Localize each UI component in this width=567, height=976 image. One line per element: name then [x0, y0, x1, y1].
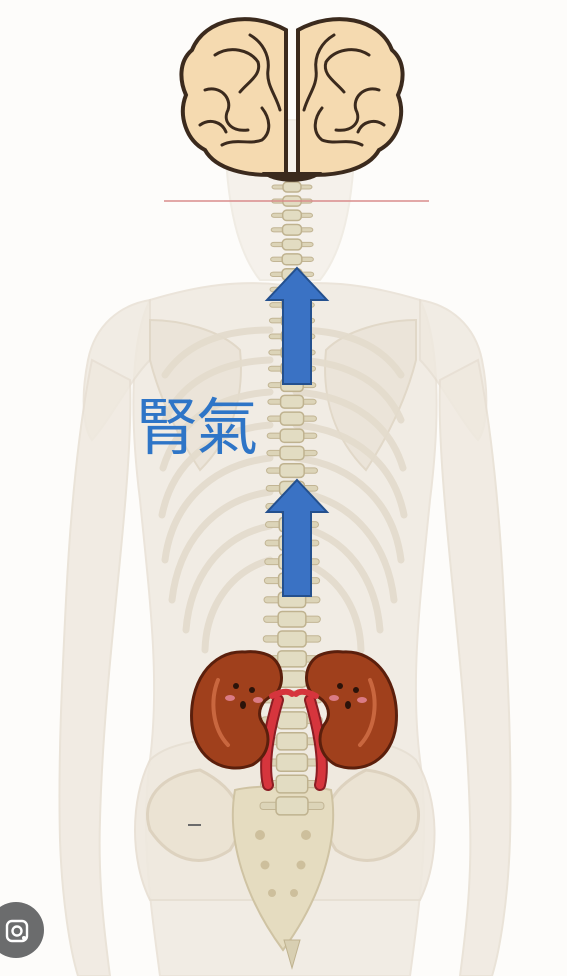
vertebra — [282, 239, 301, 250]
vertebra — [276, 797, 308, 815]
vertebra — [277, 754, 308, 771]
vertebra — [278, 631, 306, 647]
vertebra — [283, 182, 301, 192]
vertebra — [280, 412, 303, 425]
vertebra — [277, 733, 307, 750]
vertebra — [278, 611, 306, 627]
kidney-qi-label: 腎氣 — [136, 397, 256, 459]
vertebra — [280, 464, 304, 478]
lens-icon — [4, 918, 30, 944]
dash-mark — [188, 824, 201, 826]
vertebra — [278, 651, 307, 667]
vertebra — [277, 712, 307, 729]
vertebra — [282, 254, 302, 265]
vertebra — [280, 429, 304, 442]
vertebra — [283, 225, 302, 236]
vertebra — [283, 210, 302, 220]
vertebra — [281, 395, 304, 408]
vertebra — [276, 775, 307, 793]
vertebra — [280, 446, 304, 459]
